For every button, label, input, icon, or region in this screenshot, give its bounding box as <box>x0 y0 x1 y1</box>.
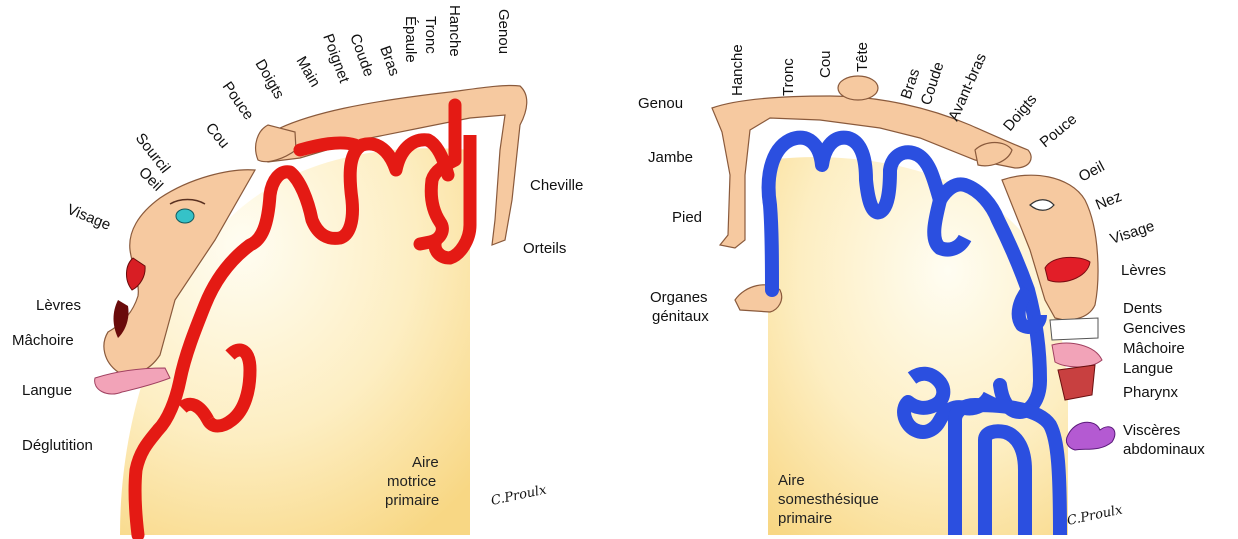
sensory-label-organes-line1: Organes <box>650 289 708 306</box>
motor-label-bras: Bras <box>376 44 403 79</box>
sensory-label-dents: Dents <box>1123 300 1162 317</box>
motor-label-cheville: Cheville <box>530 177 583 194</box>
motor-label-cou: Cou <box>202 120 233 152</box>
motor-label-doigts: Doigts <box>252 57 288 102</box>
sensory-label-langue: Langue <box>1123 360 1173 377</box>
motor-label-epaule: Épaule <box>402 16 419 63</box>
sensory-label-genou: Genou <box>638 95 683 112</box>
sensory-label-gencives: Gencives <box>1123 320 1186 337</box>
motor-label-levres: Lèvres <box>36 297 81 314</box>
sensory-head-small <box>838 76 878 100</box>
motor-caption-line1: Aire <box>412 454 439 471</box>
sensory-label-tronc: Tronc <box>780 58 797 96</box>
sensory-label-oeil: Oeil <box>1076 158 1108 186</box>
sensory-label-hanche: Hanche <box>729 44 746 96</box>
sensory-tongue <box>1052 343 1102 367</box>
sensory-caption-line1: Aire <box>778 472 805 489</box>
sensory-signature: C.Proulx <box>1066 502 1125 529</box>
motor-label-machoire: Mâchoire <box>12 332 74 349</box>
motor-label-genou: Genou <box>495 9 512 54</box>
motor-caption-line3: primaire <box>385 492 439 509</box>
motor-label-orteils: Orteils <box>523 240 566 257</box>
sensory-label-machoire: Mâchoire <box>1123 340 1185 357</box>
sensory-label-jambe: Jambe <box>648 149 693 166</box>
sensory-label-visceres-line1: Viscères <box>1123 422 1180 439</box>
motor-label-main: Main <box>293 54 324 91</box>
sensory-label-coude: Coude <box>918 60 948 107</box>
sensory-viscera <box>1066 422 1114 450</box>
motor-caption-line2: motrice <box>387 473 436 490</box>
motor-label-visage: Visage <box>65 201 114 234</box>
sensory-label-avantbras: Avant-bras <box>945 51 990 124</box>
sensory-label-visage: Visage <box>1108 218 1157 248</box>
sensory-label-visceres-line2: abdominaux <box>1123 441 1205 458</box>
motor-signature: C.Proulx <box>490 482 549 509</box>
sensory-label-doigts: Doigts <box>1000 91 1040 135</box>
sensory-label-tete: Tête <box>854 42 871 72</box>
sensory-label-pouce: Pouce <box>1037 111 1081 151</box>
sensory-label-organes-line2: génitaux <box>652 308 709 325</box>
sensory-label-cou: Cou <box>817 50 834 78</box>
sensory-label-pied: Pied <box>672 209 702 226</box>
sensory-caption-line3: primaire <box>778 510 832 527</box>
sensory-label-nez: Nez <box>1093 188 1124 214</box>
sensory-pharynx <box>1058 365 1095 400</box>
sensory-teeth <box>1050 318 1098 340</box>
motor-label-deglutition: Déglutition <box>22 437 93 454</box>
motor-label-hanche: Hanche <box>446 5 463 57</box>
sensory-label-levres: Lèvres <box>1121 262 1166 279</box>
motor-label-pouce: Pouce <box>219 79 257 124</box>
motor-label-tronc: Tronc <box>422 16 439 54</box>
sensory-caption-line2: somesthésique <box>778 491 879 508</box>
motor-label-langue: Langue <box>22 382 72 399</box>
sensory-label-pharynx: Pharynx <box>1123 384 1179 401</box>
motor-eye <box>176 209 194 223</box>
